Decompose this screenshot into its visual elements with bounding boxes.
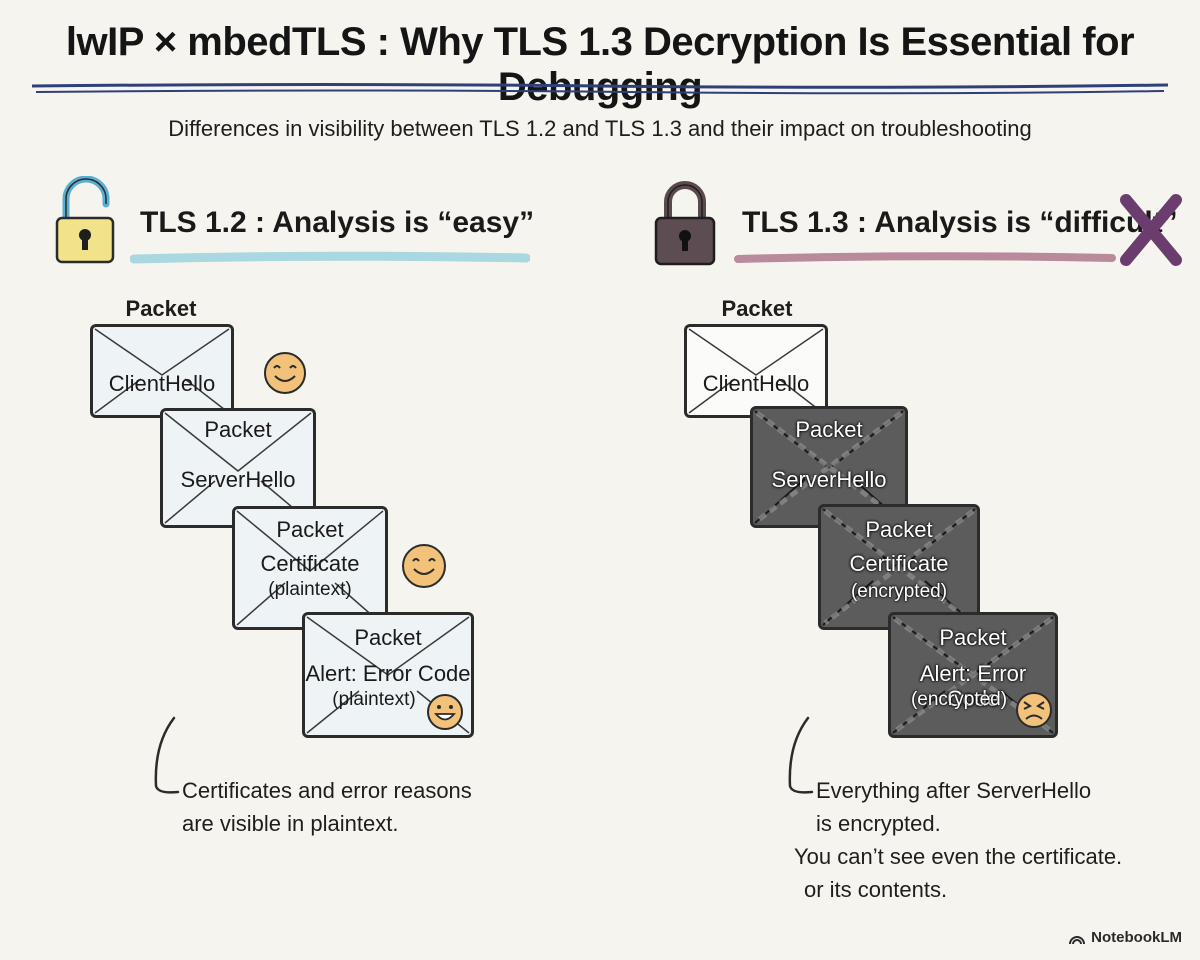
packet-line2: (plaintext) xyxy=(332,689,416,710)
packet-line1: Alert: Error Code xyxy=(305,661,471,686)
tls13-heading-underline xyxy=(734,252,1116,263)
packet-line2: (encrypted) xyxy=(910,689,1008,710)
cross-icon xyxy=(1120,194,1182,266)
packet-line2: (plaintext) xyxy=(268,579,352,600)
tls13-packet-certificate: Packet Certificate (encrypted) xyxy=(818,504,980,630)
packet-line1: Certificate xyxy=(260,551,360,576)
packet-line2: (encrypted) xyxy=(850,581,948,602)
closed-padlock-icon xyxy=(654,181,716,266)
page-title: lwIP × mbedTLS : Why TLS 1.3 Decryption … xyxy=(65,20,1135,109)
packet-line1: Certificate xyxy=(849,551,949,576)
happy-face-icon xyxy=(264,352,306,394)
tls12-packet-label: Packet xyxy=(125,296,197,321)
note-line: are visible in plaintext. xyxy=(182,811,399,836)
tls12-heading-underline xyxy=(130,251,530,264)
tls13-note-b: You can’t see even the certificate. or i… xyxy=(794,840,1122,906)
notebooklm-brand: NotebookLM xyxy=(1068,929,1182,946)
tls12-packet-certificate: Packet Certificate (plaintext) xyxy=(232,506,388,630)
note-line: Everything after ServerHello xyxy=(816,778,1092,803)
packet-line1: Alert: Error Code xyxy=(919,661,1027,712)
tls13-packet-clienthello: ClientHello xyxy=(684,324,828,418)
tls13-note-a: Everything after ServerHello is encrypte… xyxy=(816,774,1091,840)
open-padlock-icon xyxy=(55,176,115,264)
note-line: or its contents. xyxy=(804,877,948,902)
packet-header: Packet xyxy=(204,417,272,442)
note-line: You can’t see even the certificate. xyxy=(794,844,1123,869)
note-bracket xyxy=(788,716,814,794)
packet-line1: ServerHello xyxy=(771,467,887,492)
tls12-packet-alert: Packet Alert: Error Code (plaintext) xyxy=(302,612,474,738)
frustrated-face-icon xyxy=(1016,692,1052,728)
packet-line1: ServerHello xyxy=(180,467,296,492)
note-line: is encrypted. xyxy=(816,811,941,836)
brand-label: NotebookLM xyxy=(1091,929,1182,946)
grinning-face-icon xyxy=(427,694,463,730)
title-underline xyxy=(31,83,1169,95)
tls12-heading: TLS 1.2 : Analysis is “easy” xyxy=(140,206,535,239)
packet-header: Packet xyxy=(939,625,1007,650)
packet-header: Packet xyxy=(865,517,933,542)
packet-header: Packet xyxy=(354,625,422,650)
happy-face-icon xyxy=(402,544,446,588)
note-bracket xyxy=(154,716,180,794)
packet-header: Packet xyxy=(795,417,863,442)
subtitle: Differences in visibility between TLS 1.… xyxy=(168,116,1032,141)
packet-line1: ClientHello xyxy=(702,371,810,396)
tls12-packet-clienthello: ClientHello xyxy=(90,324,234,418)
note-line: Certificates and error reasons xyxy=(182,778,472,803)
tls13-heading: TLS 1.3 : Analysis is “difficult” xyxy=(742,206,1178,239)
packet-header: Packet xyxy=(276,517,344,542)
tls13-packet-label: Packet xyxy=(721,296,793,321)
tls12-note: Certificates and error reasons are visib… xyxy=(182,774,472,840)
packet-line1: ClientHello xyxy=(108,371,216,396)
notebooklm-logo-icon xyxy=(1069,935,1086,944)
